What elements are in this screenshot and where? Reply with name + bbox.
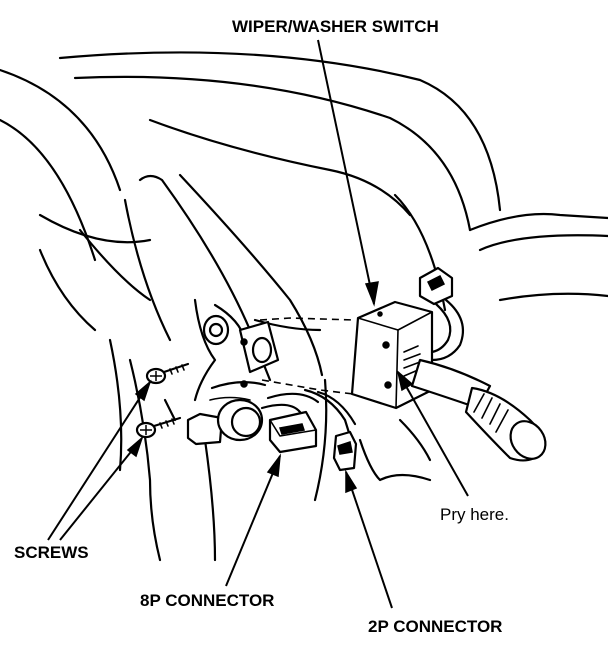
steering-column	[108, 173, 432, 562]
label-2p-connector: 2P CONNECTOR	[368, 617, 502, 636]
screw-upper	[145, 362, 190, 385]
leader-pry-here	[396, 369, 469, 497]
screw-lower	[135, 416, 182, 439]
leader-screws	[47, 379, 152, 541]
label-screws: SCREWS	[14, 543, 89, 562]
left-connector-body	[186, 396, 264, 446]
wiper-lever	[410, 358, 547, 462]
dashboard-outline	[0, 51, 608, 332]
leader-8p-connector	[225, 453, 282, 587]
leader-wiper-washer-switch	[317, 39, 379, 307]
8p-connector	[268, 410, 318, 454]
label-wiper-washer-switch: WIPER/WASHER SWITCH	[232, 17, 439, 36]
column-cover-mount	[202, 314, 371, 397]
wiper-washer-switch-body	[350, 266, 464, 410]
2p-connector	[332, 430, 358, 472]
label-8p-connector: 8P CONNECTOR	[140, 591, 274, 610]
leader-2p-connector	[345, 469, 393, 609]
label-pry-here: Pry here.	[440, 505, 509, 524]
